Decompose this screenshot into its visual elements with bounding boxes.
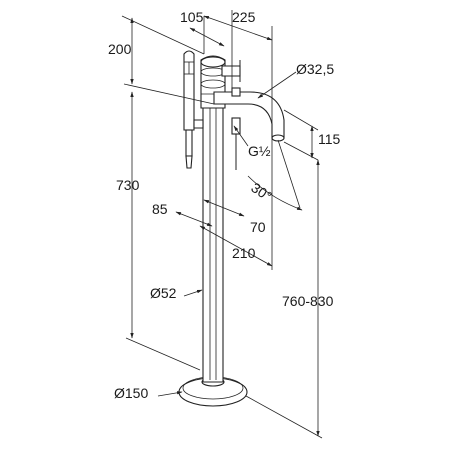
- leader-lines: [121, 10, 323, 439]
- dim-diameter-32-5: Ø32,5: [296, 61, 334, 77]
- dim-70: 70: [250, 219, 266, 235]
- dim-730: 730: [116, 177, 140, 193]
- dim-105: 105: [180, 9, 204, 25]
- dim-85: 85: [152, 201, 168, 217]
- dim-diameter-150: Ø150: [114, 385, 148, 401]
- mixer-lever: [221, 60, 241, 82]
- dim-30-degrees: 30°: [248, 179, 274, 204]
- dim-200: 200: [108, 41, 132, 57]
- dim-225: 225: [232, 9, 256, 25]
- dim-210: 210: [232, 245, 256, 261]
- spout: [213, 87, 285, 142]
- dim-115: 115: [318, 131, 341, 147]
- standpipe: [200, 55, 226, 383]
- dim-diameter-52: Ø52: [150, 285, 177, 301]
- dim-g-half: G½: [248, 143, 271, 159]
- dim-760-830: 760-830: [282, 293, 334, 309]
